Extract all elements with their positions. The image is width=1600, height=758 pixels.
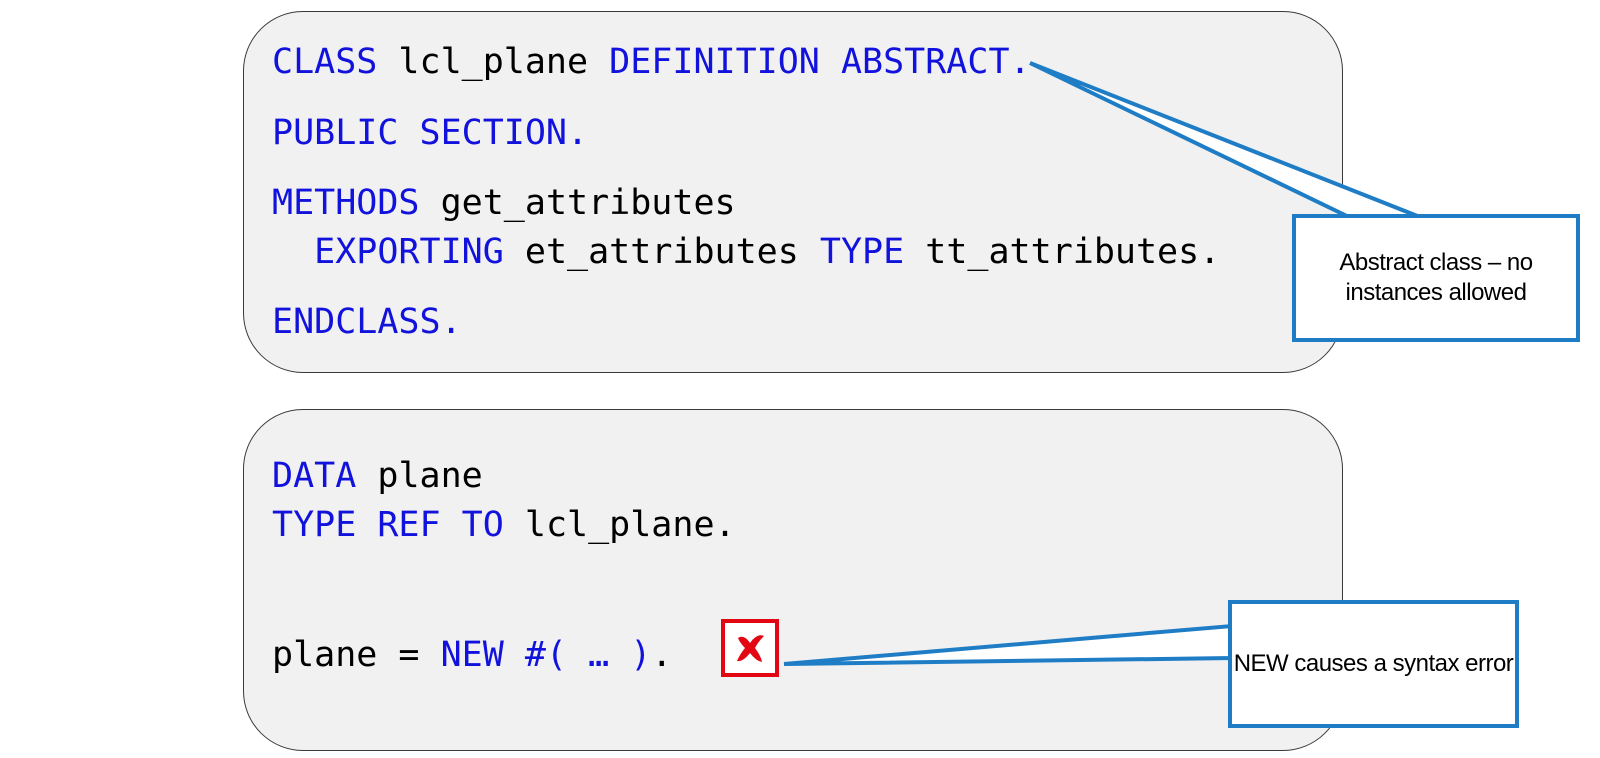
keyword: TYPE bbox=[819, 232, 905, 272]
keyword: EXPORTING bbox=[314, 232, 504, 272]
abstract-class-callout: Abstract class – no instances allowed bbox=[1292, 214, 1580, 342]
keyword: DEFINITION ABSTRACT. bbox=[609, 42, 1031, 82]
keyword: ENDCLASS. bbox=[272, 302, 462, 342]
code-line-new: plane = NEW #( … ). bbox=[272, 635, 672, 675]
identifier: get_attributes bbox=[419, 183, 736, 223]
error-x-icon bbox=[721, 619, 779, 677]
code-line-exporting: EXPORTING et_attributes TYPE tt_attribut… bbox=[272, 232, 1220, 272]
keyword: DATA bbox=[272, 456, 357, 496]
identifier: . bbox=[651, 635, 673, 675]
keyword: CLASS bbox=[272, 42, 378, 82]
abstract-callout-pointer bbox=[1029, 61, 1421, 219]
syntax-error-callout-text: NEW causes a syntax error bbox=[1233, 650, 1514, 677]
identifier: lcl_plane. bbox=[503, 505, 736, 545]
instantiation-code-box bbox=[243, 409, 1343, 751]
abstract-class-callout-text: Abstract class – no instances allowed bbox=[1339, 249, 1533, 306]
code-line-endclass: ENDCLASS. bbox=[272, 302, 462, 342]
code-line-methods: METHODS get_attributes bbox=[272, 183, 736, 223]
keyword: PUBLIC SECTION. bbox=[272, 113, 589, 153]
identifier: plane bbox=[356, 456, 483, 496]
code-line-public-section: PUBLIC SECTION. bbox=[272, 113, 588, 153]
identifier: plane = bbox=[272, 635, 441, 675]
identifier: et_attributes bbox=[503, 232, 820, 272]
class-definition-code-box bbox=[243, 11, 1343, 373]
identifier: lcl_plane bbox=[377, 42, 610, 82]
error-callout-pointer bbox=[783, 623, 1234, 666]
keyword: METHODS bbox=[272, 183, 420, 223]
keyword: NEW #( … ) bbox=[440, 635, 652, 675]
code-line-class-definition: CLASS lcl_plane DEFINITION ABSTRACT. bbox=[272, 42, 1031, 82]
code-line-data: DATA plane bbox=[272, 456, 483, 496]
identifier: tt_attributes. bbox=[904, 232, 1221, 272]
code-line-type-ref: TYPE REF TO lcl_plane. bbox=[272, 505, 736, 545]
syntax-error-callout: NEW causes a syntax error bbox=[1228, 600, 1519, 728]
keyword: TYPE REF TO bbox=[272, 505, 504, 545]
